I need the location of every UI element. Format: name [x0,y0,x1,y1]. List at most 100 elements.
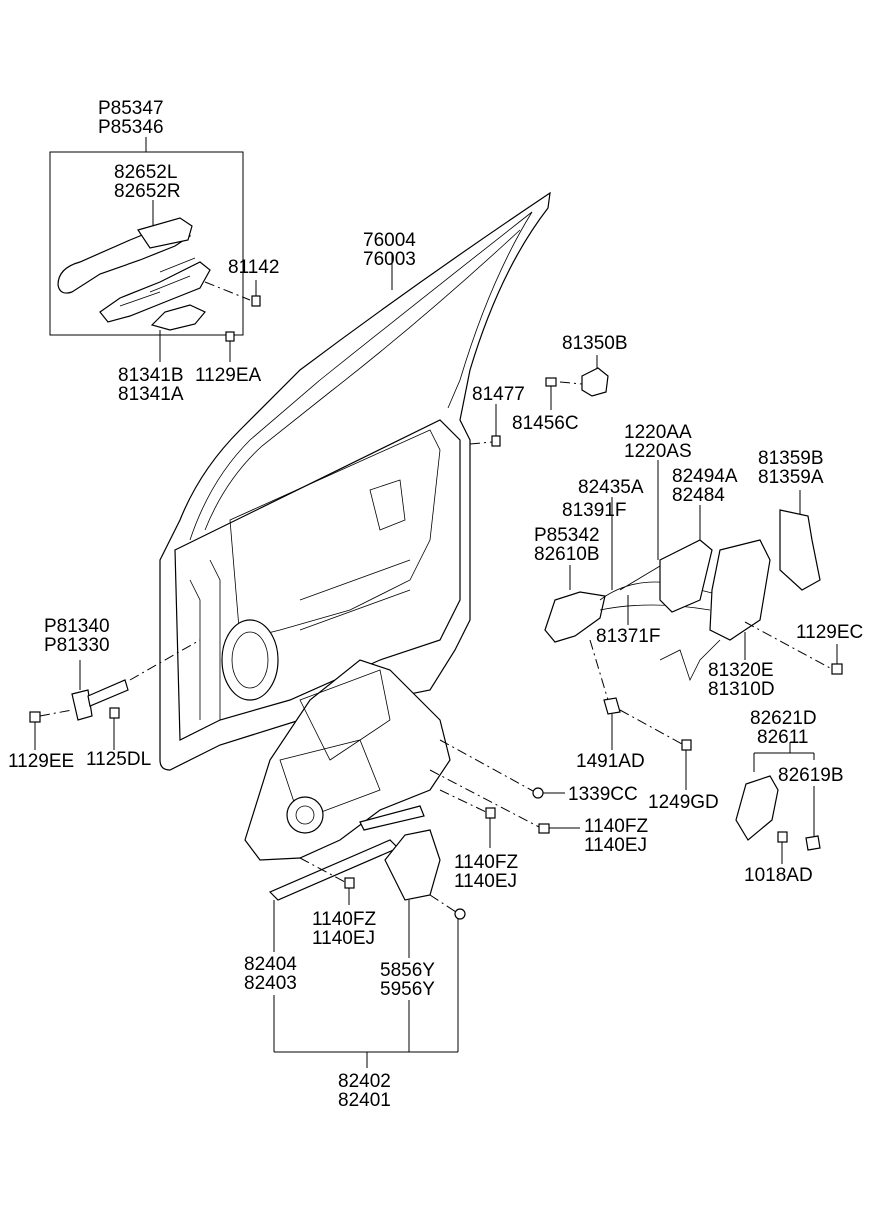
label-inside-handle-2: 82611 [757,727,808,748]
striker-screw-icon [545,377,557,387]
label-lock-cover-2: 81359A [758,467,824,488]
window-frame-inner [189,211,533,541]
handle-bracket-detail [119,257,196,307]
clip-group [589,639,692,790]
label-1129EE: 1129EE [8,751,74,772]
clip-dash [589,639,609,701]
screw-1249GD-dash [619,709,683,745]
label-rod-clips-2: 1220AS [624,441,692,462]
window-frame-inner2 [204,229,521,531]
screw-81477-icon [491,435,501,447]
speaker-outer [221,619,279,701]
screw-81477-dash [469,441,493,445]
door-latch-icon [709,539,771,641]
inside-handle-icon [735,775,779,841]
label-lock-cover-1: 81359B [758,448,824,469]
label-regulator-assy-1: 82402 [338,1071,391,1092]
label-door-panel-1: 76004 [363,230,416,251]
screw-1249GD-icon [681,739,692,751]
label-window-motor-1: 5856Y [380,960,435,981]
striker-screw-dash [559,381,583,385]
bolt-right-icon [538,823,550,834]
label-handle-base-2: 81341A [118,384,184,405]
label-rod-clips-1: 1220AA [624,422,692,443]
checker-arm-icon [87,679,129,707]
label-inside-handle-assy-2: 82610B [534,544,600,565]
outside-handle-cap [137,217,193,249]
label-striker-screw: 81456C [512,413,579,434]
label-outside-handle-2: 82652R [114,181,181,202]
bolt-center-icon [485,807,496,819]
label-inside-handle-cover: 82619B [778,765,844,786]
label-checker-1: P81340 [44,616,110,637]
outside-handle-group [49,137,261,362]
striker-group [469,355,609,447]
handle-base-shape [150,304,206,331]
label-regulator-rail-1: 82404 [244,954,297,975]
inside-handle-cover-icon [805,835,821,851]
label-81477: 81477 [472,384,525,405]
handle-bracket-shape [99,261,211,323]
inner-panel-ribs [189,559,411,720]
regulator-arms [279,669,391,821]
label-striker: 81350B [562,333,628,354]
label-handle-base-1: 81341B [118,365,184,386]
bolt-right-dash [429,769,540,828]
screw-1129EE-icon [29,711,41,723]
screw-1018AD-icon [777,831,788,843]
checker-group [29,639,201,750]
screw-1129EC-icon [831,663,843,675]
inside-handle-assy-icon [544,591,606,643]
latch-cable [659,639,721,682]
label-1491AD: 1491AD [576,751,645,772]
label-1249GD: 1249GD [648,792,719,813]
bolt-lower-icon [344,877,355,889]
clip-1491AD-icon [603,697,621,715]
label-bolt-lower-1: 1140FZ [312,909,376,930]
label-82435A: 82435A [578,477,644,498]
regulator-rail-upper [359,805,425,831]
label-1129EC: 1129EC [796,622,863,643]
bolt-lower-dash [299,857,346,883]
label-81142: 81142 [228,257,279,278]
label-1125DL: 1125DL [86,749,151,770]
label-1018AD: 1018AD [744,865,813,886]
inside-handle-group [735,742,821,864]
label-bolt-right-2: 1140EJ [584,835,647,856]
label-bolt-center-1: 1140FZ [454,852,518,873]
bolt-center-dash [439,789,487,813]
label-outside-handle-assy-1: P85347 [98,98,164,119]
screw-81142-icon [251,295,261,307]
lock-actuator-icon [659,539,713,613]
label-lock-actuator-2: 82484 [672,485,725,506]
label-outside-handle-assy-2: P85346 [98,117,164,138]
label-bolt-center-2: 1140EJ [454,871,517,892]
label-1339CC: 1339CC [568,784,638,805]
leader-81142-dash [204,281,251,301]
nut-lower-icon [454,908,466,920]
label-window-motor-2: 5956Y [380,979,435,1000]
latch-screw-dash [744,621,831,669]
checker-dash [129,639,201,681]
label-door-latch-1: 81320E [708,660,774,681]
label-1129EA: 1129EA [195,365,262,386]
regulator-group [244,659,580,920]
label-outside-handle-1: 82652L [114,162,177,183]
label-inside-handle-1: 82621D [750,708,817,729]
label-81371F: 81371F [596,626,660,647]
label-lock-actuator-1: 82494A [672,466,738,487]
checker-plate-icon [71,689,93,721]
nut-1339CC-icon [532,787,544,799]
label-81391F: 81391F [562,500,626,521]
bottom-bracket [273,900,459,1068]
label-checker-2: P81330 [44,635,110,656]
screw-1129EE-dash [39,709,73,717]
label-door-panel-2: 76003 [363,249,416,270]
screw-1129EA-icon [225,331,235,342]
label-bolt-right-1: 1140FZ [584,816,648,837]
inner-panel-cutout [369,479,406,531]
regulator-gear-hub [295,805,315,825]
label-door-latch-2: 81310D [708,679,775,700]
label-regulator-assy-2: 82401 [338,1090,391,1111]
